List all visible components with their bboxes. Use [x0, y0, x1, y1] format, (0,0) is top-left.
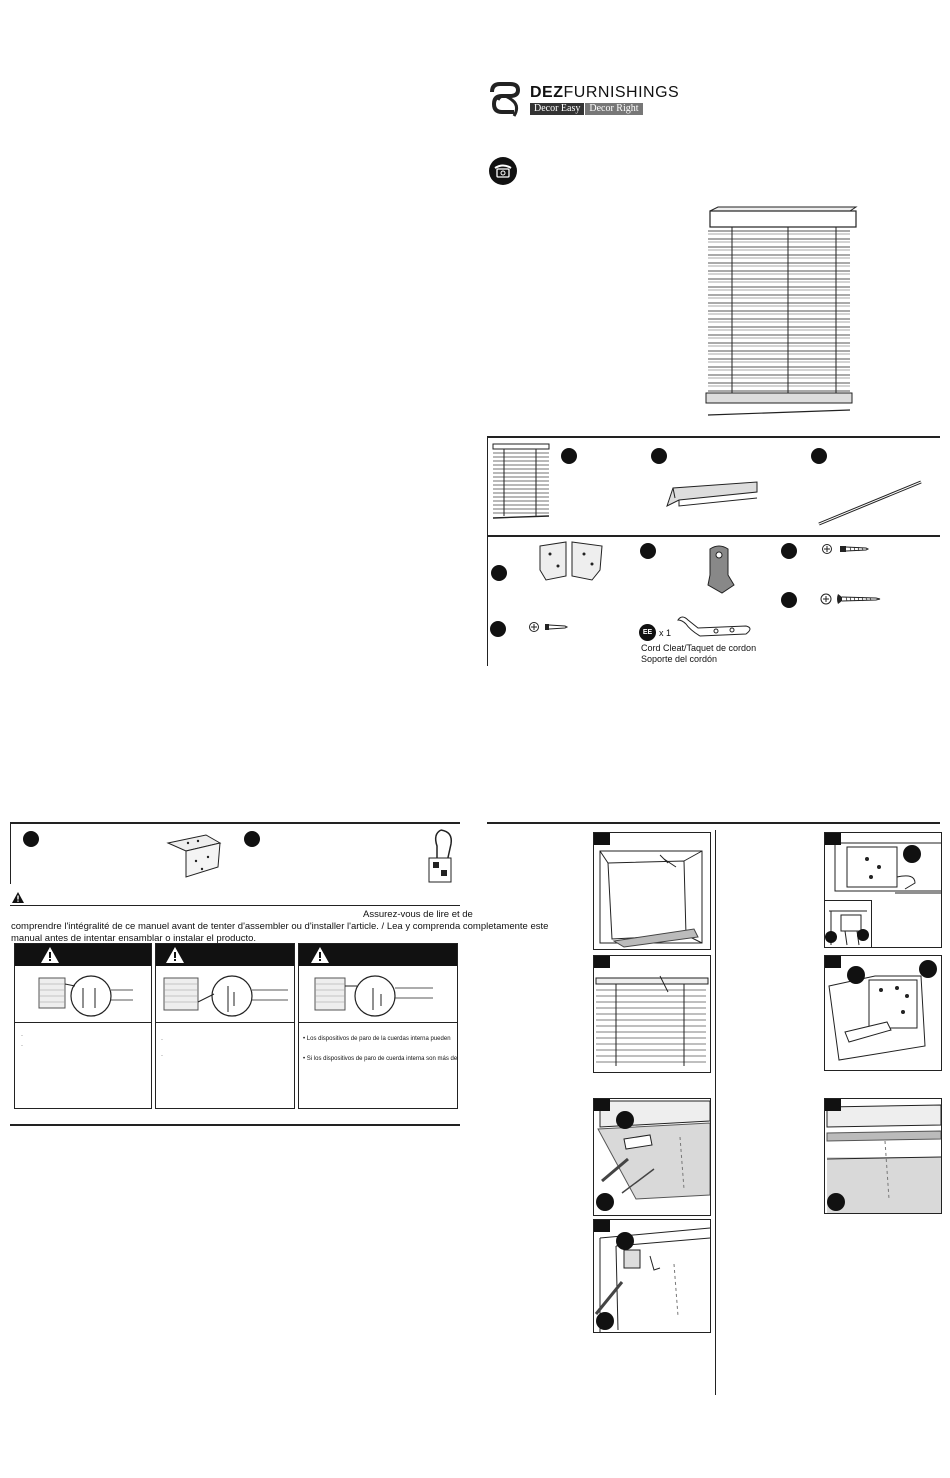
safety-bottom-rule	[10, 1124, 460, 1126]
install-column-divider	[715, 830, 716, 1395]
warning-triangle-icon	[166, 947, 184, 963]
part-marker-e	[640, 543, 656, 559]
warning-panel-1: · ·	[14, 943, 152, 1109]
cord-cleat-badge: EE	[639, 624, 656, 641]
part-marker-a	[561, 448, 577, 464]
screw-icon-small	[529, 621, 571, 633]
part-valance-drawing	[665, 480, 760, 510]
parts-table-left-rule	[487, 436, 488, 666]
safety-intro-line3: manual antes de intentar ensamblar o ins…	[11, 933, 257, 944]
telephone-icon	[489, 157, 517, 185]
part-wand-drawing	[815, 478, 925, 528]
step-image-6	[824, 955, 942, 1071]
tagline-right: Decor Right	[585, 103, 643, 115]
screw-icon-long	[820, 592, 882, 606]
warning-triangle-icon	[311, 947, 329, 963]
cord-cleat-name-es: Soporte del cordón	[641, 654, 718, 664]
interlocking-s-logo-icon	[490, 82, 521, 117]
part-marker-c	[811, 448, 827, 464]
part-brackets-drawing	[536, 540, 606, 582]
cord-cleat-qty: x 1	[659, 628, 672, 638]
parts-table-top-rule	[487, 436, 940, 438]
part-marker-i	[23, 831, 39, 847]
cord-cleat-name-en-fr: Cord Cleat/Taquet de cordon	[641, 643, 757, 653]
warning-panel-2: · ·	[155, 943, 295, 1109]
part-blind-thumbnail	[492, 442, 552, 522]
panel3-bullet-1: • Los dispositivos de paro de la cuerdas…	[303, 1036, 451, 1042]
part-marker-f	[781, 543, 797, 559]
parts-table-mid-rule	[487, 535, 940, 537]
part-marker-g	[781, 592, 797, 608]
step-image-7	[824, 1098, 942, 1214]
warning-triangle-icon	[41, 947, 59, 963]
safety-left-rule	[10, 822, 11, 884]
safety-intro-right: Assurez-vous de lire et de	[363, 909, 473, 920]
panel3-bullet-2: • Si los dispositivos de paro de cuerda …	[303, 1056, 458, 1062]
cord-stop-clip-drawing	[423, 828, 459, 886]
step-image-3	[593, 1098, 711, 1216]
part-marker-h	[490, 621, 506, 637]
brand-name-bold: DEZ	[530, 84, 564, 101]
install-top-rule	[487, 822, 940, 824]
cord-cleat-drawing	[676, 614, 756, 640]
part-marker-d	[491, 565, 507, 581]
bracket-plate-drawing	[166, 833, 222, 879]
warning-triangle-icon	[12, 892, 24, 903]
safety-intro-line2: comprendre l'intégralité de ce manuel av…	[11, 921, 549, 932]
brand-logo: DEZFURNISHINGS Decor Easy Decor Right	[488, 82, 680, 122]
safety-top-rule	[10, 822, 460, 824]
step-image-2	[593, 955, 711, 1073]
warning-panel-3: • Los dispositivos de paro de la cuerdas…	[298, 943, 458, 1109]
step-image-1	[593, 832, 711, 950]
screw-icon-short	[822, 543, 870, 555]
blind-illustration	[700, 205, 860, 420]
tagline-left: Decor Easy	[530, 103, 585, 115]
part-marker-b	[651, 448, 667, 464]
brand-name-light: FURNISHINGS	[563, 84, 680, 101]
step-image-4	[593, 1219, 711, 1333]
step-image-5-detail	[824, 900, 872, 948]
part-marker-j	[244, 831, 260, 847]
warning-rule	[10, 905, 460, 906]
part-hold-down-bracket-drawing	[702, 545, 736, 595]
